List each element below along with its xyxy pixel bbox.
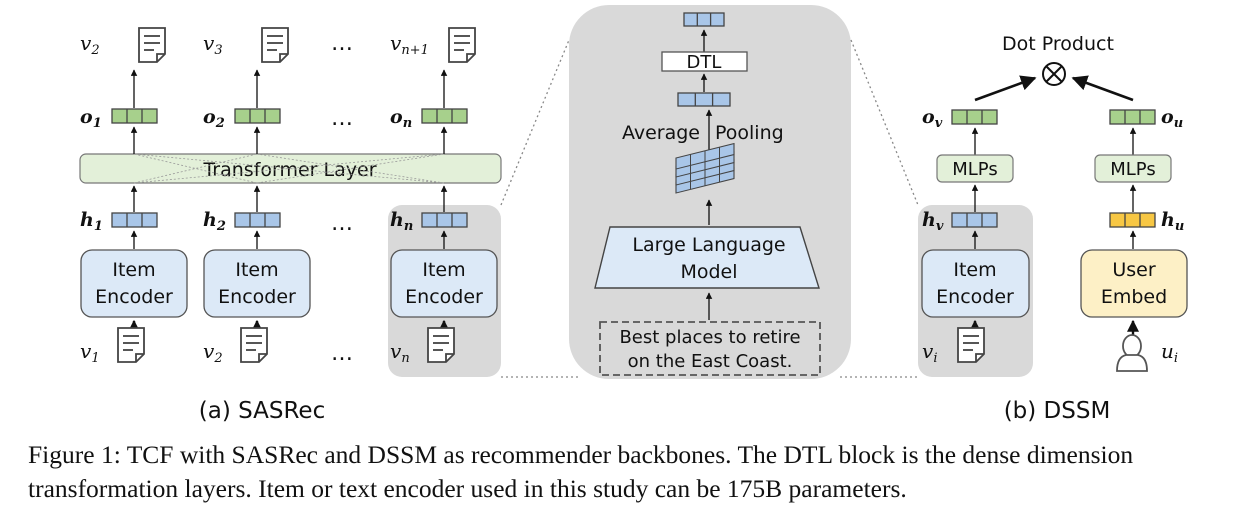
figure-caption: Figure 1: TCF with SASRec and DSSM as re… — [28, 440, 1134, 503]
dtl-output-vector — [683, 12, 725, 27]
item-encoder-2 — [203, 249, 311, 318]
text-input-line2: on the East Coast. — [628, 351, 793, 372]
llm-block — [594, 226, 820, 289]
user-icon — [1116, 334, 1148, 372]
output-item-label-2: v3 — [203, 31, 223, 58]
output-vector-3 — [421, 108, 468, 124]
hidden-h-label-1: h1 — [80, 209, 103, 234]
hidden-h-label-3: hn — [390, 209, 413, 234]
ellipsis-inputs: … — [331, 341, 353, 366]
item-encoder-line2: Encoder — [95, 286, 173, 308]
input-item-label-3: vn — [390, 339, 410, 366]
dssm-user-embed-line2: Embed — [1101, 286, 1167, 308]
input-item-label-1: v1 — [80, 339, 100, 366]
output-o-label-3: on — [390, 106, 412, 131]
dssm-user-hidden-vector — [1109, 212, 1156, 228]
item-encoder-3 — [390, 249, 498, 318]
llm-label-line1: Large Language — [632, 234, 785, 256]
dssm-item-encoder-line2: Encoder — [936, 286, 1014, 308]
dssm-user-output-vector — [1109, 109, 1156, 125]
input-document-icon-1 — [117, 327, 145, 363]
ellipsis-outputs: … — [331, 106, 353, 131]
item-encoder-line1: Item — [422, 259, 465, 281]
output-document-icon-3 — [448, 27, 476, 63]
dssm-item-encoder — [921, 249, 1030, 318]
dssm-user-embed — [1080, 249, 1188, 318]
item-encoder-line2: Encoder — [405, 286, 483, 308]
text-input-box — [599, 321, 821, 376]
dssm-user-mlps-label: MLPs — [1110, 159, 1155, 180]
dssm-u-label: ui — [1161, 339, 1178, 366]
hidden-vector-2 — [234, 212, 281, 228]
hidden-vector-1 — [111, 212, 158, 228]
output-o-label-2: o2 — [203, 106, 225, 131]
dssm-item-encoder-line1: Item — [953, 259, 996, 281]
token-embeddings-stack — [675, 142, 735, 194]
dot-product-icon — [1042, 62, 1066, 86]
pooled-vector — [677, 92, 731, 107]
item-encoder-1 — [80, 249, 188, 318]
output-item-label-1: v2 — [80, 31, 100, 58]
input-item-label-2: v2 — [203, 339, 223, 366]
llm-label-line2: Model — [680, 261, 737, 283]
output-document-icon-2 — [261, 27, 289, 63]
dtl-block — [661, 51, 748, 72]
output-vector-1 — [111, 108, 158, 124]
pooling-left-label: Average — [622, 122, 700, 144]
dssm-h-item-label: hv — [922, 209, 944, 234]
attention-lines — [133, 153, 445, 184]
dssm-item-hidden-vector — [951, 212, 998, 228]
pooling-right-label: Pooling — [715, 122, 784, 144]
input-document-icon-3 — [427, 327, 455, 363]
text-input-line1: Best places to retire — [619, 327, 800, 348]
output-o-label-1: o1 — [80, 106, 102, 131]
dssm-item-mlps-label: MLPs — [952, 159, 997, 180]
dssm-item-mlps — [936, 154, 1014, 183]
dtl-label: DTL — [687, 52, 722, 73]
hidden-vector-3 — [421, 212, 468, 228]
input-document-icon-2 — [240, 327, 268, 363]
item-encoder-line2: Encoder — [218, 286, 296, 308]
zoom-connectors — [500, 39, 919, 378]
output-vector-2 — [234, 108, 281, 124]
item-encoder-line1: Item — [112, 259, 155, 281]
item-encoder-line1: Item — [235, 259, 278, 281]
dssm-item-output-vector — [951, 109, 998, 125]
dssm-o-user-label: ou — [1161, 106, 1183, 131]
dssm-o-item-label: ov — [922, 106, 943, 131]
output-document-icon-1 — [138, 27, 166, 63]
ellipsis-hidden: … — [331, 211, 353, 236]
output-item-label-3: vn+1 — [390, 31, 429, 58]
hidden-h-label-2: h2 — [203, 209, 226, 234]
dot-product-label: Dot Product — [1002, 33, 1114, 55]
dssm-user-embed-line1: User — [1112, 259, 1155, 281]
dssm-h-user-label: hu — [1161, 209, 1184, 234]
dssm-v-label: vi — [922, 339, 937, 366]
dssm-user-mlps — [1094, 154, 1172, 183]
ellipsis-top: … — [331, 31, 353, 56]
dssm-caption: (b) DSSM — [1004, 398, 1111, 424]
sasrec-caption: (a) SASRec — [199, 398, 325, 424]
dssm-item-document-icon — [957, 327, 985, 363]
